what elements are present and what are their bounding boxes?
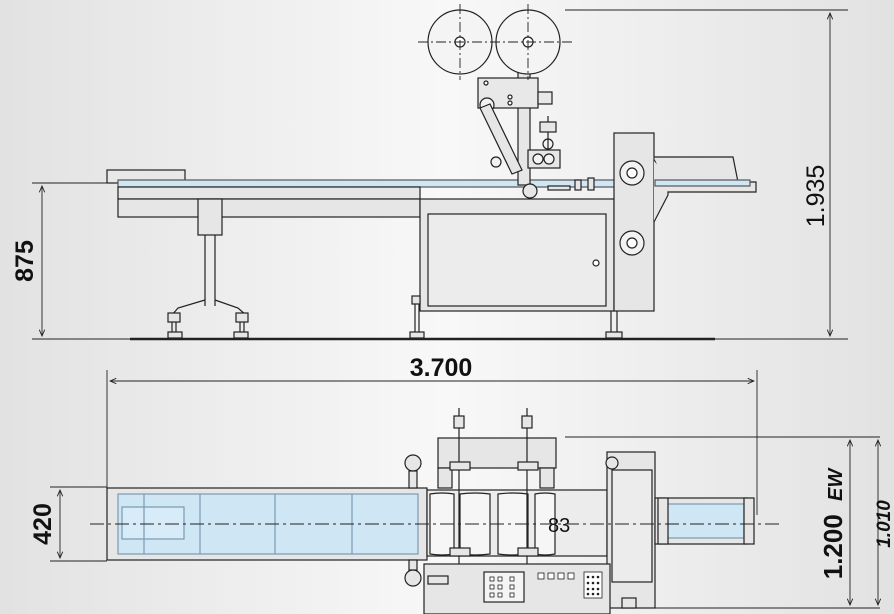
film-width-label: 420 — [29, 503, 57, 545]
overall-width-value: 1.200 — [818, 514, 848, 579]
side-view — [32, 4, 848, 341]
svg-text:83: 83 — [548, 515, 570, 537]
conveyor-frame-upper — [117, 186, 421, 200]
length-dimension — [106, 370, 758, 515]
infeed-height-label: 875 — [11, 240, 39, 282]
top-view: 83 — [50, 408, 880, 614]
conveyor-frame-lower — [117, 198, 421, 218]
overall-width-suffix: EW — [825, 467, 847, 501]
overall-length-label: 3.700 — [410, 354, 473, 382]
infeed-conveyor-belt — [117, 179, 619, 188]
overall-height-label: 1.935 — [802, 165, 830, 228]
sealing-head — [613, 132, 655, 312]
cabinet-door — [427, 213, 607, 307]
outfeed-conveyor — [654, 156, 757, 193]
leg-clamp — [197, 198, 223, 236]
overall-width-label: 1.200 EW — [818, 467, 848, 580]
inner-width-label: 1.010 — [874, 500, 894, 548]
